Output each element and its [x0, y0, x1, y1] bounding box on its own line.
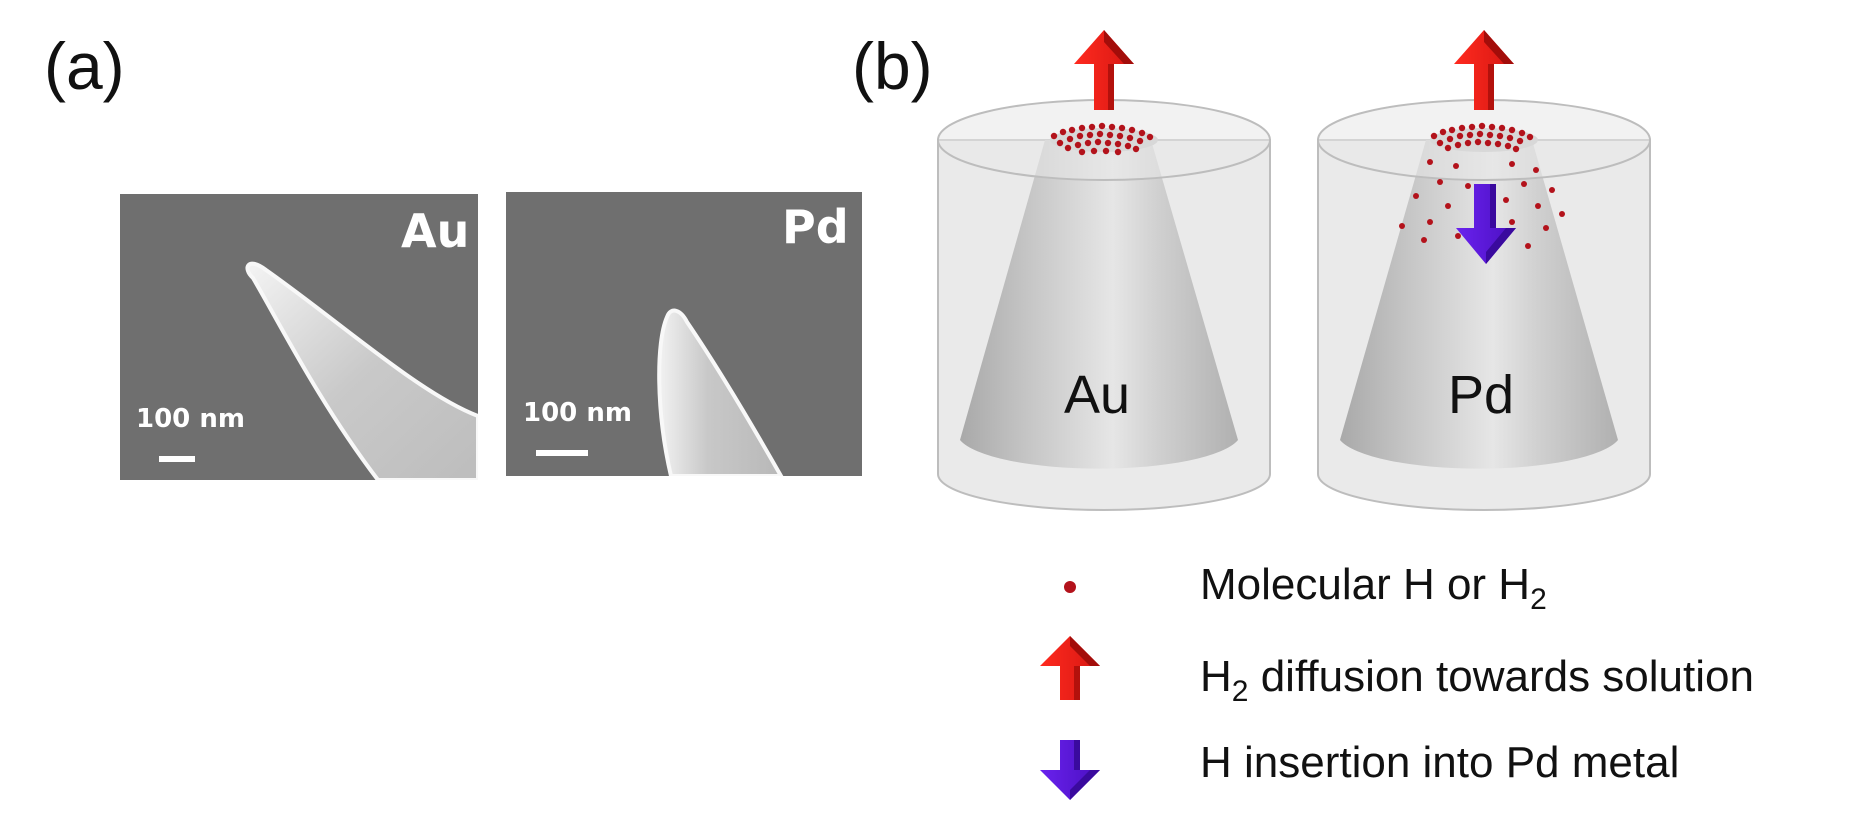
legend-dot-icon — [1064, 581, 1076, 593]
cylinder-au — [937, 99, 1271, 511]
sem-au-scale-text: 100 nm — [136, 404, 245, 434]
h2-dots-au — [1050, 122, 1154, 156]
sem-pd-metal-label: Pd — [782, 200, 849, 254]
cone-au — [960, 140, 1238, 469]
legend-up-arrow-icon — [1040, 636, 1100, 700]
up-arrow-pd — [1454, 30, 1514, 110]
legend-molecular: Molecular H or H2 — [1200, 560, 1547, 615]
sem-pd-graphic — [506, 192, 862, 476]
panel-a-label: (a) — [44, 29, 125, 103]
legend-diffusion: H2 diffusion towards solution — [1200, 652, 1754, 707]
sem-au-metal-label: Au — [401, 204, 470, 258]
cylinder-pd — [1317, 99, 1651, 511]
up-arrow-au — [1074, 30, 1134, 110]
legend-down-arrow-icon — [1040, 740, 1100, 800]
legend-insertion: H insertion into Pd metal — [1200, 738, 1679, 788]
sem-au-graphic — [120, 194, 478, 480]
cone-pd — [1340, 140, 1618, 469]
sem-pd-scale-text: 100 nm — [523, 398, 632, 428]
cylinder-pd-label: Pd — [1448, 365, 1515, 425]
legend-diffusion-pre: H — [1200, 652, 1232, 701]
legend-molecular-sub: 2 — [1530, 583, 1547, 616]
sem-au-scale-bar — [159, 456, 195, 462]
sem-image-pd: Pd 100 nm — [506, 192, 862, 476]
down-arrow-pd — [1456, 184, 1516, 264]
legend-diffusion-text: diffusion towards solution — [1248, 652, 1754, 701]
sem-image-au: Au 100 nm — [120, 194, 478, 480]
h2-dots-pd — [1399, 122, 1565, 249]
legend-insertion-text: H insertion into Pd metal — [1200, 738, 1680, 787]
legend-molecular-text: Molecular H or H — [1200, 560, 1531, 609]
panel-b-label: (b) — [852, 29, 933, 103]
legend-diffusion-sub: 2 — [1231, 675, 1249, 708]
sem-pd-scale-bar — [536, 450, 588, 456]
cylinder-au-label: Au — [1064, 365, 1131, 425]
